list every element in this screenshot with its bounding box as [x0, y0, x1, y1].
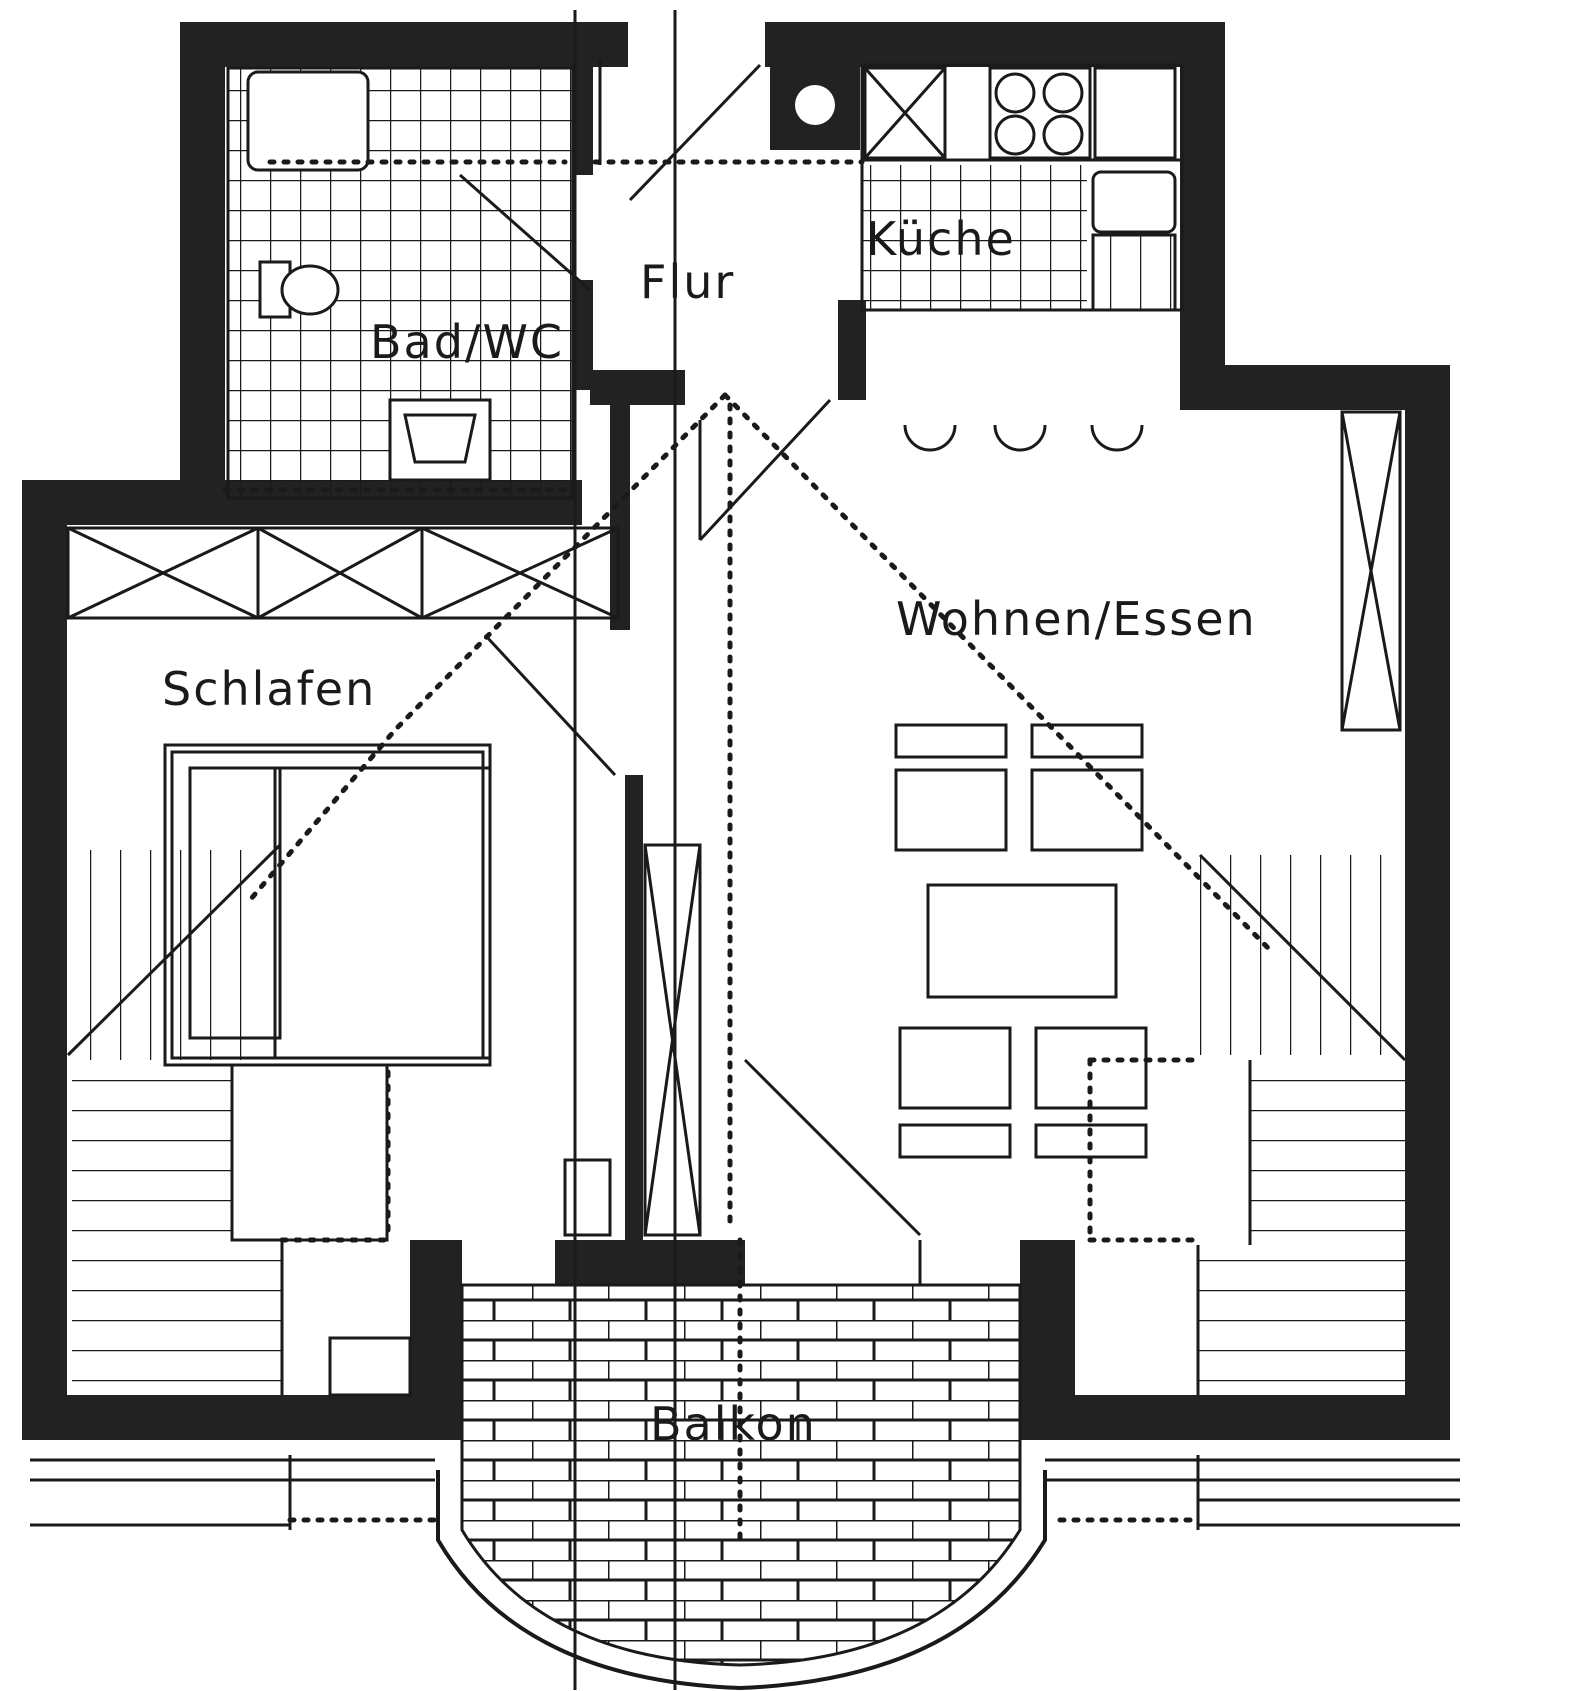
- stove: [988, 66, 1092, 160]
- closet-right: [1340, 410, 1402, 732]
- room-label-living: Wohnen/Essen: [896, 592, 1257, 646]
- bathroom: [226, 66, 575, 500]
- balcony-door: [563, 843, 922, 1285]
- toilet: [258, 260, 340, 319]
- exterior-walls: [22, 22, 1450, 1440]
- slope-hatch-left: [72, 850, 412, 1397]
- room-label-bedroom: Schlafen: [162, 662, 376, 716]
- room-label-balcony: Balkon: [650, 1397, 817, 1451]
- roof-eave-lines: [30, 1455, 1460, 1530]
- dining-set: [894, 723, 1148, 1159]
- shower-tray: [246, 70, 370, 172]
- wardrobe: [66, 526, 620, 620]
- hall-doors: [459, 60, 832, 542]
- sink: [388, 398, 492, 482]
- room-label-bath: Bad/WC: [370, 315, 564, 369]
- room-label-kitchen: Küche: [866, 212, 1016, 266]
- slope-hatch-right: [1196, 855, 1405, 1395]
- room-label-hall: Flur: [640, 255, 735, 309]
- kitchen-sink: [1091, 170, 1177, 312]
- kitchen: [860, 63, 1184, 452]
- balcony: [436, 1283, 1047, 1691]
